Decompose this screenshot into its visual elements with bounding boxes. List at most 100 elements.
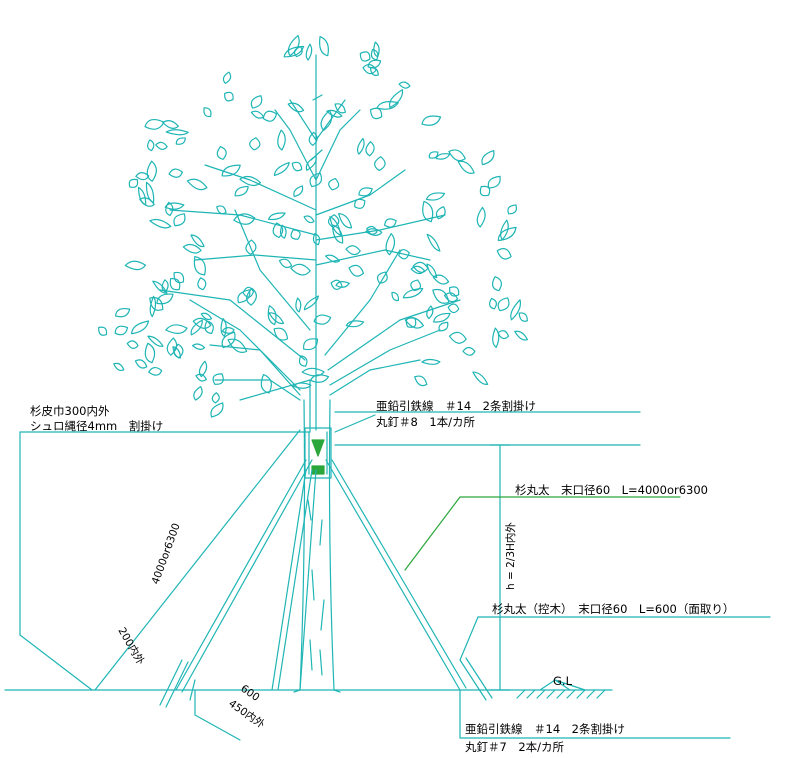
binding-band xyxy=(304,427,332,479)
leaf xyxy=(290,263,311,276)
leaf xyxy=(388,89,404,109)
leaf xyxy=(165,324,188,334)
pole-leader xyxy=(404,496,681,571)
leaf xyxy=(376,271,388,284)
leaf xyxy=(298,355,308,367)
leaf xyxy=(169,278,181,291)
leaf xyxy=(278,258,293,269)
leaf xyxy=(239,175,262,187)
leaf xyxy=(267,305,277,326)
leaf xyxy=(435,206,446,220)
leaf xyxy=(425,192,446,201)
leaf xyxy=(249,137,261,151)
leaf xyxy=(192,317,212,329)
leaf xyxy=(193,255,206,276)
leaf xyxy=(365,141,375,157)
leaf xyxy=(359,51,371,62)
leaf xyxy=(277,129,286,151)
label-ground: G.L xyxy=(553,674,573,688)
leaf xyxy=(326,109,343,118)
leaf xyxy=(267,212,286,221)
leaf xyxy=(345,245,361,256)
leaf xyxy=(374,156,386,172)
leaf xyxy=(287,34,300,57)
leaf xyxy=(161,279,169,293)
leaf xyxy=(312,233,321,246)
leaf xyxy=(302,338,319,351)
leaf xyxy=(426,233,441,252)
leaf xyxy=(212,373,224,385)
leaf xyxy=(331,224,344,244)
leaf xyxy=(237,289,251,304)
leaf xyxy=(412,261,429,273)
leaf xyxy=(113,362,125,372)
leaf xyxy=(293,185,304,198)
ground-hatch xyxy=(516,689,606,699)
leaf xyxy=(457,160,475,174)
label-bottom-wire: 亜鉛引鉄線 ＃14 2条割掛け xyxy=(465,722,625,736)
support-poles xyxy=(175,459,467,693)
leaf xyxy=(348,264,365,277)
leaf xyxy=(385,233,396,256)
leaf xyxy=(448,331,467,344)
leaf xyxy=(410,279,422,292)
leaf xyxy=(414,375,428,387)
leaf xyxy=(144,118,165,130)
leaf xyxy=(200,312,213,321)
leaf xyxy=(137,186,147,206)
leaf xyxy=(435,153,451,160)
leaf xyxy=(128,178,139,188)
leaf xyxy=(356,137,365,155)
leaf xyxy=(330,279,343,290)
leaf xyxy=(496,248,512,260)
leaf xyxy=(376,101,399,110)
leaf xyxy=(250,110,265,119)
leaf xyxy=(204,320,214,335)
leaf xyxy=(338,212,353,229)
leaf xyxy=(497,226,517,242)
leaf xyxy=(320,109,333,131)
leaf xyxy=(198,360,208,378)
leaf xyxy=(327,214,340,228)
leaf xyxy=(462,346,476,356)
leaf xyxy=(234,185,249,197)
leaf xyxy=(295,297,302,313)
leaf xyxy=(222,71,232,84)
leaf xyxy=(242,286,255,298)
leaf xyxy=(134,359,148,369)
label-top-nail: 丸釘＃8 1本/カ所 xyxy=(376,415,476,429)
leaf xyxy=(210,402,224,418)
leaf xyxy=(476,206,486,228)
leaf xyxy=(319,35,329,57)
leaf xyxy=(203,107,212,118)
leaf xyxy=(358,187,373,197)
leaf xyxy=(246,287,257,306)
leaf xyxy=(428,151,439,159)
leaf xyxy=(114,325,129,336)
leaf xyxy=(334,103,346,114)
dim-pole-length: 4000or6300 xyxy=(150,522,183,586)
leaf xyxy=(279,224,287,239)
tree-canopy xyxy=(98,34,529,418)
leader-lines xyxy=(19,379,771,741)
leaf xyxy=(514,330,529,341)
leaf xyxy=(268,312,285,325)
ground-mark xyxy=(539,679,586,691)
tree-branches xyxy=(159,54,461,431)
leaf xyxy=(164,202,185,210)
leaf xyxy=(421,358,441,365)
leaf xyxy=(497,297,510,312)
leaf xyxy=(481,149,495,166)
leaf xyxy=(220,317,227,338)
leaf xyxy=(152,280,168,294)
leaf xyxy=(303,215,315,224)
leaf xyxy=(492,327,500,348)
leaf xyxy=(398,81,411,89)
leaf xyxy=(369,107,383,120)
leaf xyxy=(479,185,491,197)
leaf xyxy=(283,45,305,58)
leaf xyxy=(422,200,434,223)
leaf xyxy=(144,342,156,364)
leaf xyxy=(305,155,317,171)
dim-stake-length: 600 xyxy=(238,683,261,704)
